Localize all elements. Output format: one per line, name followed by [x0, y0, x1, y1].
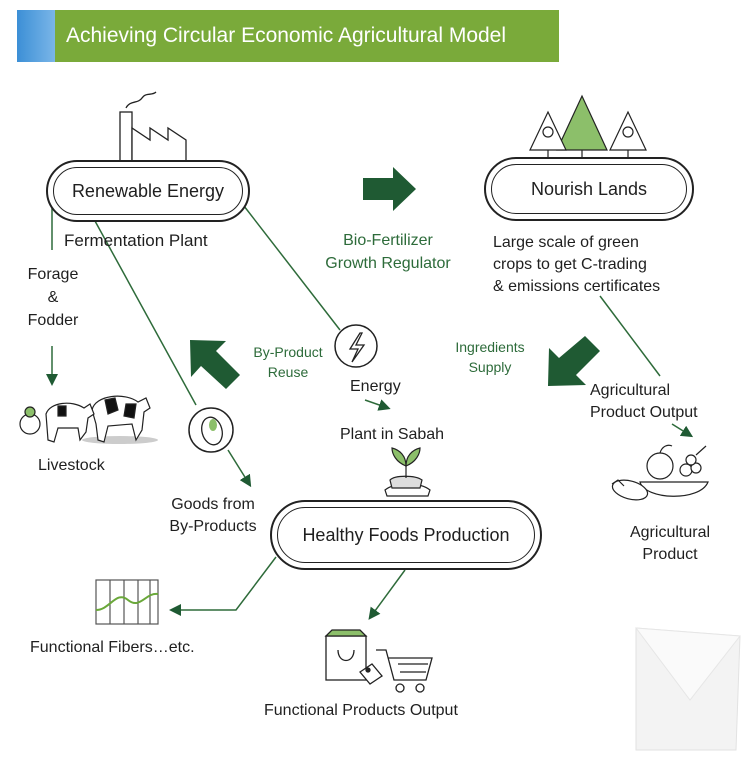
label-forage: Forage — [27, 266, 79, 283]
node-healthy-foods: Healthy Foods Production — [270, 500, 542, 570]
label-energy: Energy — [350, 378, 401, 395]
label-reuse: Reuse — [267, 364, 309, 380]
arrow-byproduct-reuse — [190, 340, 240, 389]
trees-icon — [529, 94, 647, 158]
label-agri-output-1: Agricultural — [590, 382, 671, 399]
label-agri-product-2: Product — [642, 546, 698, 563]
label-livestock: Livestock — [38, 457, 105, 474]
node-renewable-energy: Renewable Energy — [46, 160, 250, 222]
label-agri-output-2: Product Output — [590, 404, 698, 421]
label-fodder: Fodder — [27, 312, 79, 329]
fruit-bowl-icon — [611, 444, 709, 501]
shopping-icon — [324, 629, 433, 693]
line-nourish-output — [599, 295, 661, 377]
arrow-right-bio — [363, 167, 416, 211]
label-functional-fibers: Functional Fibers…etc. — [30, 639, 195, 656]
lightning-icon — [334, 324, 378, 368]
cattle-icon — [19, 395, 158, 444]
diagram-title: Achieving Circular Economic Agricultural… — [66, 24, 507, 47]
label-plant-in-sabah: Plant in Sabah — [340, 426, 445, 443]
node-renewable-energy-label: Renewable Energy — [53, 167, 243, 215]
label-growth-regulator: Growth Regulator — [325, 255, 451, 272]
arrow-ingredients — [548, 336, 600, 386]
label-goods-1: Goods from — [171, 496, 255, 513]
title-bar — [17, 10, 559, 62]
label-amp: & — [47, 289, 59, 306]
bean-icon — [188, 407, 234, 453]
seedling-hand-icon — [384, 447, 431, 497]
line-energy-plant — [364, 399, 391, 411]
label-large-scale-1: Large scale of green — [493, 234, 639, 251]
node-healthy-foods-label: Healthy Foods Production — [277, 507, 535, 563]
label-by-product: By-Product — [253, 344, 323, 360]
line-bean-goods — [227, 449, 252, 488]
label-bio-fertilizer: Bio-Fertilizer — [343, 232, 433, 249]
label-large-scale-2: crops to get C-trading — [493, 256, 647, 273]
node-nourish-lands: Nourish Lands — [484, 157, 694, 221]
label-ingredients: Ingredients — [455, 339, 525, 355]
title-accent — [17, 10, 55, 62]
label-goods-2: By-Products — [169, 518, 257, 535]
node-nourish-lands-label: Nourish Lands — [491, 164, 687, 214]
fiber-chart-icon — [95, 579, 159, 625]
label-fermentation-plant: Fermentation Plant — [64, 231, 208, 250]
line-healthy-products — [368, 569, 406, 620]
line-renewable-goods — [94, 220, 197, 406]
label-functional-products: Functional Products Output — [264, 702, 458, 719]
label-agri-product-1: Agricultural — [629, 524, 711, 541]
line-healthy-fibers — [169, 556, 277, 616]
label-large-scale-3: & emissions certificates — [493, 278, 661, 295]
line-renewable-energy — [243, 205, 341, 331]
line-output-product — [671, 423, 694, 438]
label-supply: Supply — [468, 359, 512, 375]
factory-icon — [119, 91, 187, 165]
